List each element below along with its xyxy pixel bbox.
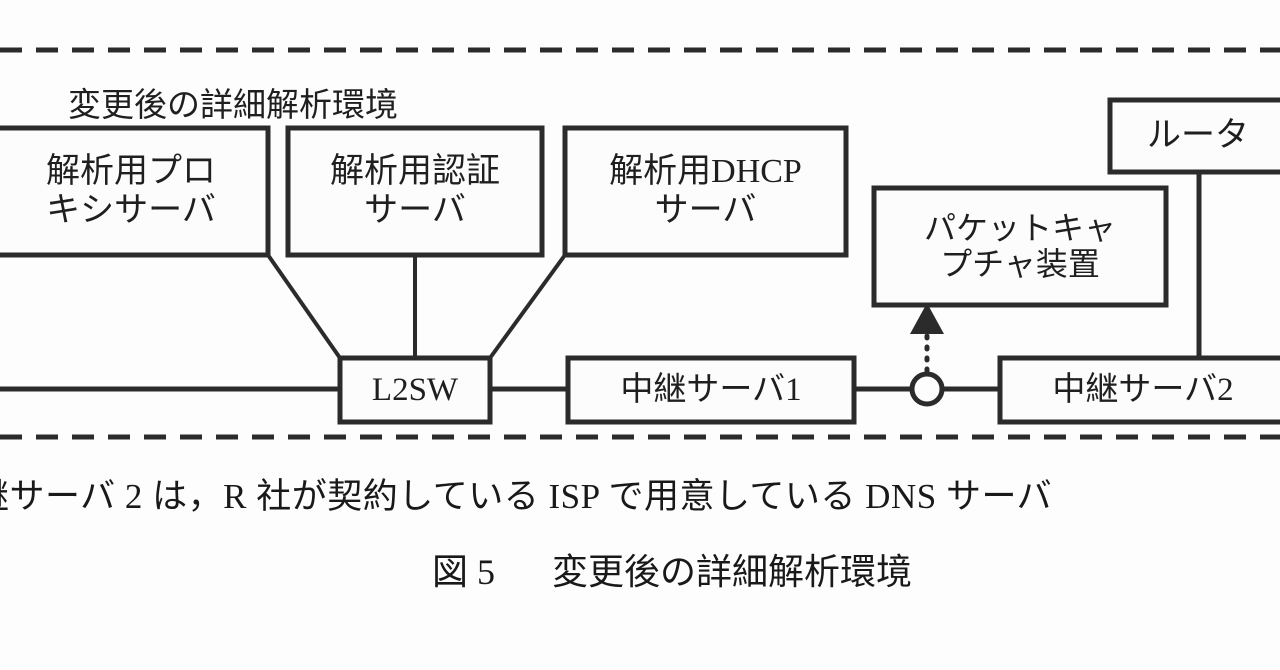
body-text-line: 継サーバ 2 は，R 社が契約している ISP で用意している DNS サーバ bbox=[0, 477, 1053, 516]
edge-dhcp-to-l2sw bbox=[488, 253, 567, 360]
node-box-l2sw bbox=[337, 355, 493, 425]
node-box-proxy bbox=[0, 125, 271, 258]
node-box-relay2 bbox=[997, 355, 1280, 425]
zone-label: 変更後の詳細解析環境 bbox=[68, 88, 398, 124]
tap-point-circle bbox=[909, 371, 945, 407]
node-box-auth bbox=[285, 125, 545, 258]
node-box-dhcp bbox=[562, 125, 849, 258]
node-box-relay1 bbox=[565, 355, 857, 425]
node-box-router bbox=[1107, 97, 1280, 175]
figure-caption-title: 変更後の詳細解析環境 bbox=[552, 552, 913, 592]
capture-arrowhead-icon bbox=[910, 303, 944, 334]
node-box-capture bbox=[871, 185, 1169, 308]
figure-caption-number: 図 5 bbox=[432, 552, 496, 592]
edge-proxy-to-l2sw bbox=[266, 253, 342, 360]
